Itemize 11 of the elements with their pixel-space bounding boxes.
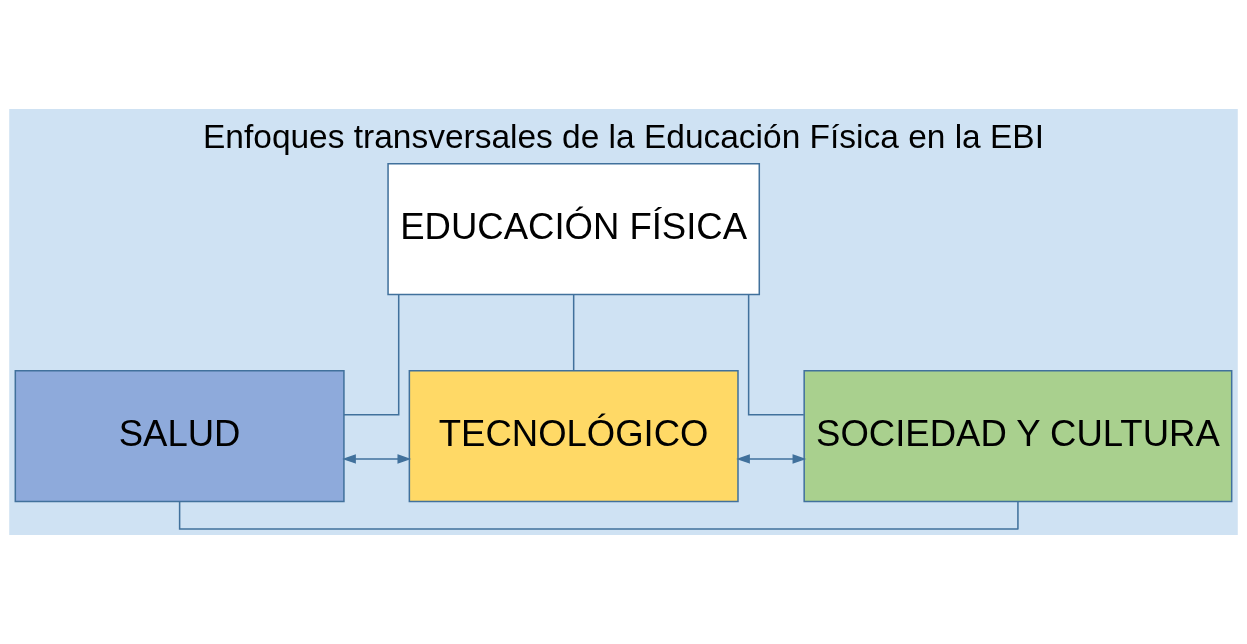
connector <box>178 500 1019 530</box>
connector <box>572 293 575 372</box>
node-box: TECNOLÓGICO <box>408 369 739 503</box>
node-box: EDUCACIÓN FÍSICA <box>387 163 761 296</box>
node-box: SALUD <box>14 369 345 503</box>
diagram-title: Enfoques transversales de la Educación Física en la EBI <box>203 117 1044 155</box>
connector <box>343 293 400 416</box>
node-box: SOCIEDAD Y CULTURA <box>803 369 1233 503</box>
connector <box>747 293 805 416</box>
arrow <box>736 454 807 464</box>
arrow <box>342 454 412 464</box>
